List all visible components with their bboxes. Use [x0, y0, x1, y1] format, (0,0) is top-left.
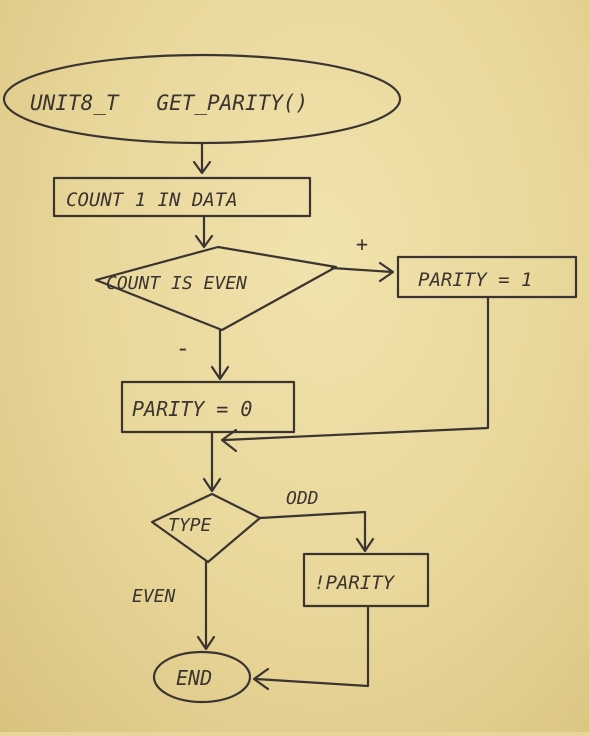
edge-label-odd: ODD [286, 488, 319, 509]
count-process-box [52, 176, 312, 218]
edge-label-minus: - [176, 334, 190, 362]
arrow-type-to-invert [258, 510, 367, 552]
edge-label-plus: + [356, 232, 368, 256]
decision-even-label: COUNT IS EVEN [106, 273, 247, 294]
parity-zero-label: PARITY = 0 [132, 397, 252, 421]
arrowhead-count-to-decision [194, 234, 214, 249]
arrowhead-type-to-invert [355, 537, 375, 553]
arrowhead-merge-to-type [202, 477, 222, 493]
invert-parity-box [302, 552, 430, 608]
arrowhead-return [252, 667, 270, 691]
return-line-invert [254, 604, 370, 688]
invert-parity-label: !PARITY [314, 572, 396, 594]
arrowhead-decision-to-parity-one [378, 261, 395, 283]
arrowhead-type-to-end [196, 635, 216, 651]
end-terminator [152, 650, 252, 704]
end-label: END [176, 666, 212, 690]
parity-one-label: PARITY = 1 [418, 269, 532, 291]
parity-zero-box [120, 380, 296, 434]
edge-label-even: EVEN [132, 586, 176, 607]
start-label: UNIT8_T GET_PARITY() [30, 91, 308, 115]
decision-type-label: TYPE [168, 515, 212, 536]
merge-line-parity-one [222, 295, 490, 442]
decision-count-even [94, 245, 338, 332]
arrowhead-merge [220, 428, 238, 453]
arrow-decision-to-parity-one [330, 266, 394, 274]
arrowhead-start-to-count [192, 160, 212, 175]
arrowhead-decision-to-parity-zero [210, 365, 230, 381]
count-label: COUNT 1 IN DATA [66, 189, 238, 211]
